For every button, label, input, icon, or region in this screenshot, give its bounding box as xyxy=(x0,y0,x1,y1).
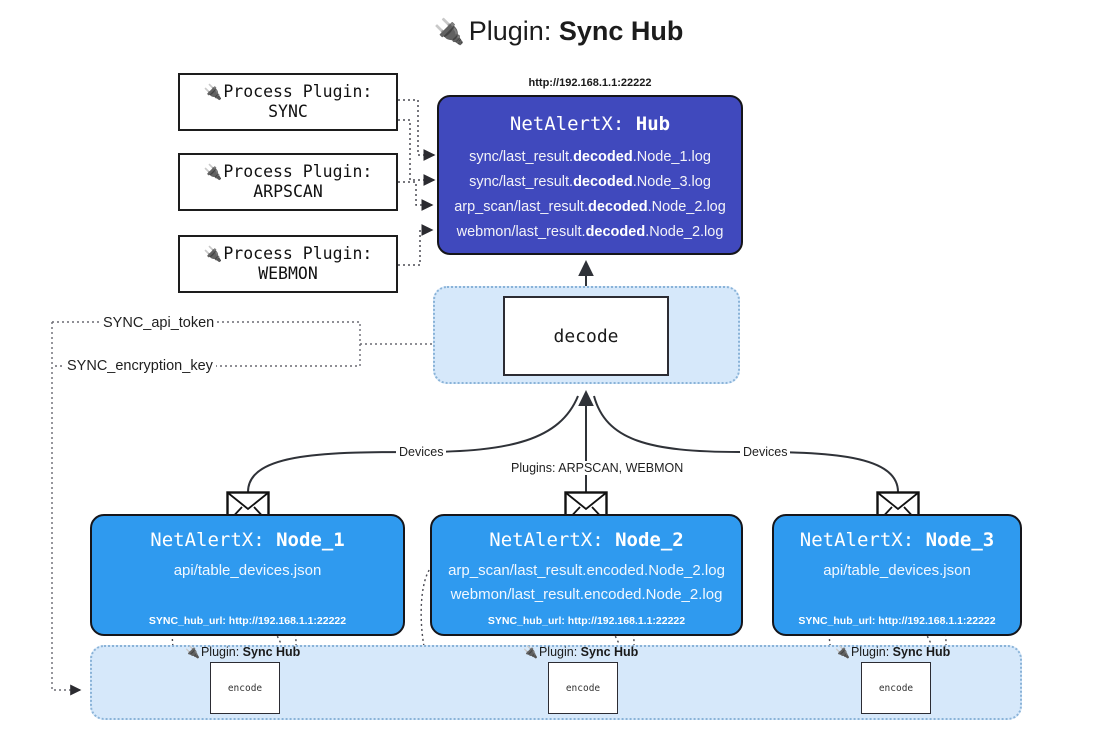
node-line-list: api/table_devices.json xyxy=(92,559,403,583)
hub-title-name: Hub xyxy=(635,113,671,135)
node-title: NetAlertX: Node_3 xyxy=(799,529,995,551)
hub-node[interactable]: NetAlertX: Hub sync/last_result.decoded.… xyxy=(437,95,743,255)
page-title-prefix: Plugin: xyxy=(468,16,552,46)
node-line: arp_scan/last_result.encoded.Node_2.log xyxy=(448,562,725,579)
decode-box[interactable]: decode xyxy=(503,296,669,376)
encoder-plugin-label-3: 🔌Plugin: Sync Hub xyxy=(835,645,951,659)
node-line: api/table_devices.json xyxy=(823,562,971,579)
encode-box-3[interactable]: encode xyxy=(861,662,931,714)
electric-plug-icon: 🔌 xyxy=(203,162,223,181)
node-line-list: arp_scan/last_result.encoded.Node_2.log … xyxy=(432,559,741,608)
electric-plug-icon: 🔌 xyxy=(185,645,200,659)
process-plugin-label: Process Plugin: xyxy=(223,243,373,263)
setting-encryption-key: SYNC_encryption_key xyxy=(64,358,216,374)
node-line-list: api/table_devices.json xyxy=(774,559,1020,583)
hub-log-line: sync/last_result.decoded.Node_3.log xyxy=(469,173,711,190)
process-plugin-name: ARPSCAN xyxy=(253,182,323,201)
page-title-name: Sync Hub xyxy=(558,16,684,46)
process-plugin-sync[interactable]: 🔌Process Plugin: SYNC xyxy=(178,73,398,131)
electric-plug-icon: 🔌 xyxy=(203,244,223,263)
edge-label-plugins-center: Plugins: ARPSCAN, WEBMON xyxy=(508,461,687,475)
process-plugin-webmon[interactable]: 🔌Process Plugin: WEBMON xyxy=(178,235,398,293)
edge-label-devices-left: Devices xyxy=(396,445,447,459)
node-footer: SYNC_hub_url: http://192.168.1.1:22222 xyxy=(798,615,996,627)
edge-node3-to-decode xyxy=(593,395,899,493)
edge-sync-to-hubline1 xyxy=(398,99,436,161)
node-3[interactable]: NetAlertX: Node_3 api/table_devices.json… xyxy=(772,514,1022,636)
hub-log-line: arp_scan/last_result.decoded.Node_2.log xyxy=(454,198,726,215)
hub-title-prefix: NetAlertX: xyxy=(509,113,625,135)
process-plugin-arpscan[interactable]: 🔌Process Plugin: ARPSCAN xyxy=(178,153,398,211)
encode-box-1[interactable]: encode xyxy=(210,662,280,714)
encoder-plugin-label-2: 🔌Plugin: Sync Hub xyxy=(523,645,639,659)
process-plugin-name: WEBMON xyxy=(258,264,318,283)
node-title: NetAlertX: Node_1 xyxy=(150,529,345,551)
hub-log-list: sync/last_result.decoded.Node_1.log sync… xyxy=(439,145,741,245)
hub-url: http://192.168.1.1:22222 xyxy=(528,77,652,89)
edge-label-devices-right: Devices xyxy=(740,445,791,459)
edge-arpscan-to-hubline3 xyxy=(398,181,434,211)
edge-node1-to-decode xyxy=(247,395,579,493)
electric-plug-icon: 🔌 xyxy=(835,645,850,659)
hub-log-line: webmon/last_result.decoded.Node_2.log xyxy=(456,223,724,240)
node-title: NetAlertX: Node_2 xyxy=(489,529,684,551)
node-1[interactable]: NetAlertX: Node_1 api/table_devices.json… xyxy=(90,514,405,636)
page-title: 🔌Plugin: Sync Hub xyxy=(0,16,1117,47)
process-plugin-label: Process Plugin: xyxy=(223,81,373,101)
node-footer: SYNC_hub_url: http://192.168.1.1:22222 xyxy=(148,615,347,627)
node-footer: SYNC_hub_url: http://192.168.1.1:22222 xyxy=(487,615,686,627)
setting-api-token: SYNC_api_token xyxy=(100,315,218,331)
hub-log-line: sync/last_result.decoded.Node_1.log xyxy=(469,149,711,165)
encoder-plugin-label-1: 🔌Plugin: Sync Hub xyxy=(185,645,301,659)
edge-webmon-to-hubline4 xyxy=(398,224,434,266)
node-2[interactable]: NetAlertX: Node_2 arp_scan/last_result.e… xyxy=(430,514,743,636)
edge-encryption-key-to-band xyxy=(51,322,82,696)
node-line: api/table_devices.json xyxy=(173,562,322,579)
process-plugin-label: Process Plugin: xyxy=(223,161,373,181)
hub-title: NetAlertX: Hub xyxy=(439,113,741,135)
edge-sync-to-hubline2 xyxy=(398,119,436,186)
encode-box-2[interactable]: encode xyxy=(548,662,618,714)
electric-plug-icon: 🔌 xyxy=(523,645,538,659)
electric-plug-icon: 🔌 xyxy=(433,18,465,46)
node-line: webmon/last_result.encoded.Node_2.log xyxy=(450,586,723,604)
electric-plug-icon: 🔌 xyxy=(203,82,223,101)
process-plugin-name: SYNC xyxy=(268,102,308,121)
